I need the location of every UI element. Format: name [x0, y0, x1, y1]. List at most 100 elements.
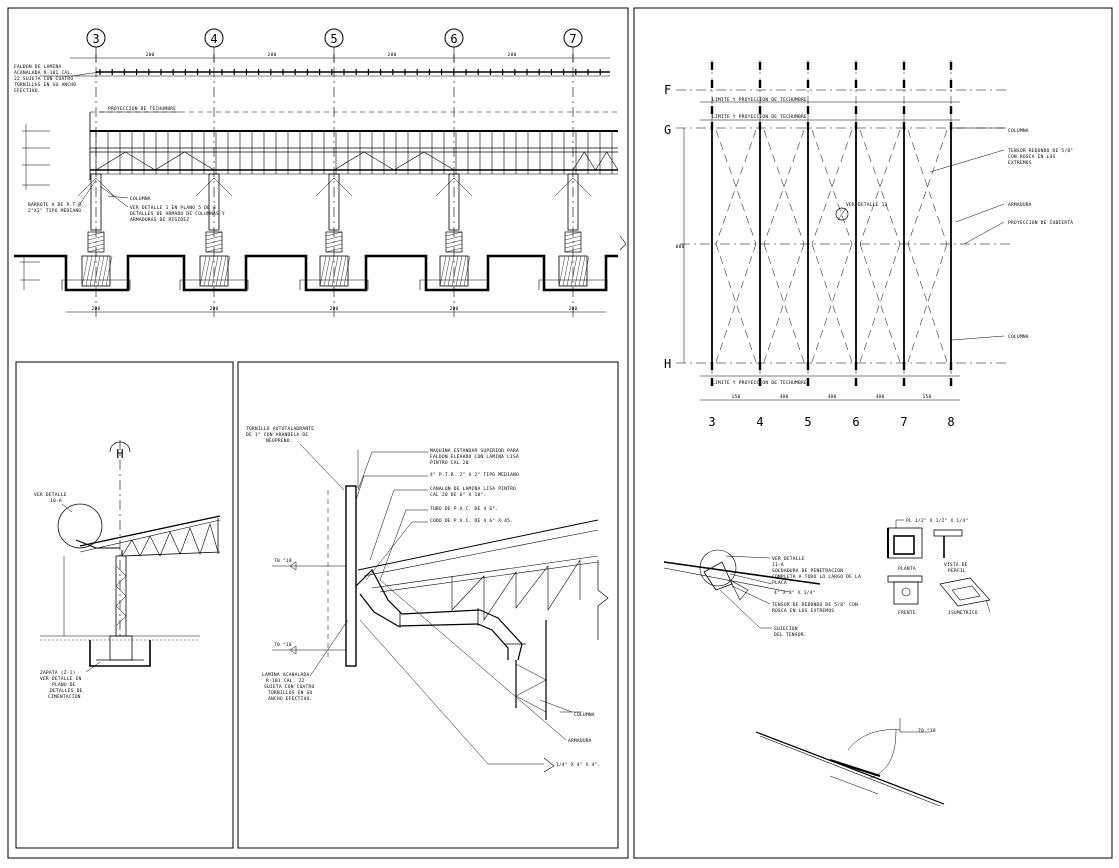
svg-text:4" P.T.R. 2" X 2" TIPO MEDIANO: 4" P.T.R. 2" X 2" TIPO MEDIANO [430, 472, 519, 478]
svg-text:R-101 CAL. 22: R-101 CAL. 22 [266, 678, 305, 684]
svg-text:200: 200 [92, 306, 101, 312]
svg-text:ANCHO EFECTIVO.: ANCHO EFECTIVO. [268, 696, 313, 702]
svg-text:PINTRO CAL 20: PINTRO CAL 20 [430, 460, 469, 466]
axis-bubble-4: 4 [204, 28, 224, 48]
roof-plan-view: F G H LIMITE Y PROYECCION DE TECHUMBRE L… [664, 60, 1073, 429]
dim-text: 200 [268, 52, 277, 58]
svg-text:CIMENTACION: CIMENTACION [48, 694, 81, 700]
svg-text:8: 8 [947, 415, 954, 429]
svg-text:VER DETALLE EN: VER DETALLE EN [40, 676, 82, 682]
plan-detail-ref: VER DETALLE 12 [835, 202, 887, 221]
detail-ref-circle: VER DETALLE 10-A [34, 492, 120, 549]
plate-detail-view: VER DETALLE 11-A SOLDADURA DE PENETRACIO… [663, 518, 991, 638]
columns-elevation [61, 173, 608, 290]
lamina-note: LAMINA ACANALADA R-101 CAL. 22 SUJETA CO… [262, 619, 349, 702]
svg-text:7: 7 [900, 415, 907, 429]
svg-text:10-A: 10-A [50, 498, 62, 504]
roof-sheet [357, 519, 599, 593]
svg-text:200: 200 [569, 306, 578, 312]
svg-text:PL 1/2" X 1/2" X 1/4": PL 1/2" X 1/2" X 1/4" [906, 518, 968, 524]
svg-text:SOLDADURA DE PENETRACION: SOLDADURA DE PENETRACION [772, 568, 843, 574]
svg-text:CANALON DE LAMINA LISA PINTRO: CANALON DE LAMINA LISA PINTRO [430, 486, 516, 492]
gutter-pipe [355, 569, 526, 661]
roof-truss-elevation [89, 111, 619, 180]
svg-text:VER DETALLE: VER DETALLE [772, 556, 805, 562]
svg-text:400: 400 [876, 394, 885, 400]
roof-plan-panel-frame [633, 7, 1113, 859]
svg-text:BARROTE A DE P.T.R.: BARROTE A DE P.T.R. [28, 202, 84, 208]
svg-text:DEL TENSOR.: DEL TENSOR. [774, 632, 807, 638]
svg-text:4" X 3" X 1/4": 4" X 3" X 1/4" [774, 590, 816, 596]
break-mark [619, 235, 627, 251]
svg-text:22 SUJETA CON CUATRO: 22 SUJETA CON CUATRO [14, 76, 73, 82]
svg-text:6: 6 [450, 32, 457, 46]
svg-text:CON ROSCA EN LOS: CON ROSCA EN LOS [1008, 154, 1055, 160]
svg-text:COLUMNA: COLUMNA [1008, 128, 1029, 134]
svg-text:VER DETALLE 1 EN PLANO 5 DE 8: VER DETALLE 1 EN PLANO 5 DE 8 [130, 205, 216, 211]
axis-bubble-6: 6 [444, 28, 464, 48]
level-marker-2: 70 °18 [272, 642, 346, 655]
section-column [63, 555, 127, 637]
axis-bubble-h: H [109, 440, 131, 640]
svg-text:G: G [664, 123, 671, 137]
svg-text:70 °18: 70 °18 [918, 728, 936, 734]
svg-text:TORNILLOS EN SU: TORNILLOS EN SU [268, 690, 313, 696]
svg-text:EXTREMOS: EXTREMOS [1008, 160, 1032, 166]
plate-connection [663, 549, 821, 629]
plan-right-notes: COLUMNA TENSOR REDONDO DE 5/8" CON ROSCA… [929, 127, 1073, 341]
barrote-callout: BARROTE A DE P.T.R. 2"X2" TIPO MEDIANO [28, 179, 97, 214]
plan-grid [710, 60, 953, 386]
top-dimension-chain [40, 57, 610, 77]
svg-text:11-A: 11-A [772, 562, 784, 568]
svg-text:TUBO DE P.V.C. DE 4 6".: TUBO DE P.V.C. DE 4 6". [430, 506, 498, 512]
svg-text:TORNILLOS EN SU ANCHO: TORNILLOS EN SU ANCHO [14, 82, 76, 88]
svg-text:150: 150 [732, 394, 741, 400]
row-labels: F G H [664, 83, 1010, 371]
svg-text:ROSCA EN LOS EXTREMOS: ROSCA EN LOS EXTREMOS [772, 608, 834, 614]
dim-text: 200 [508, 52, 517, 58]
plan-col-labels: 3 4 5 6 7 8 [708, 415, 954, 429]
svg-text:2"X2" TIPO MEDIANO: 2"X2" TIPO MEDIANO [28, 208, 81, 214]
svg-text:ARMADURA: ARMADURA [568, 738, 592, 744]
svg-text:LIMITE Y PROYECCION DE TECHUMB: LIMITE Y PROYECCION DE TECHUMBRE [712, 114, 807, 120]
svg-text:ZAPATA (Z-1): ZAPATA (Z-1) [40, 670, 76, 676]
foundation-dims: 200 200 200 200 200 [20, 256, 606, 313]
svg-text:150: 150 [923, 394, 932, 400]
svg-text:TORNILLO AUTOTALADRANTE: TORNILLO AUTOTALADRANTE [246, 426, 314, 432]
svg-text:5: 5 [330, 32, 337, 46]
column-callout: COLUMNA VER DETALLE 1 EN PLANO 5 DE 8 DE… [99, 185, 225, 223]
svg-text:880: 880 [676, 244, 685, 250]
svg-text:200: 200 [330, 306, 339, 312]
plate-views: PL 1/2" X 1/2" X 1/4" PLANTA VISTA DE PE… [887, 518, 991, 616]
projection-label: PROYECCION DE TECHUMBRE [108, 106, 176, 112]
svg-text:SUJECION: SUJECION [774, 626, 798, 632]
right-notes: MAQUINA ESTANDAR SUPERIOR PARA FALDON EL… [355, 448, 519, 581]
section-footing [40, 635, 200, 667]
svg-text:4: 4 [210, 32, 217, 46]
footing-note: ZAPATA (Z-1) VER DETALLE EN PLANO DE DET… [40, 661, 101, 700]
plate-notes: VER DETALLE 11-A SOLDADURA DE PENETRACIO… [725, 555, 861, 638]
svg-text:COMPLETA A TODO LO LARGO DE LA: COMPLETA A TODO LO LARGO DE LA [772, 574, 861, 580]
svg-text:ARMADURAS DE RIGIDEZ: ARMADURAS DE RIGIDEZ [130, 217, 189, 223]
svg-text:DETALLES DE: DETALLES DE [50, 688, 83, 694]
plan-dims: 150 400 400 400 150 880 [676, 128, 960, 401]
dim-text: 200 [388, 52, 397, 58]
svg-text:COLUMNA: COLUMNA [130, 196, 151, 202]
section-left-frame [15, 361, 234, 849]
svg-text:F: F [664, 83, 671, 97]
svg-text:LAMINA ACANALADA: LAMINA ACANALADA [262, 672, 309, 678]
svg-text:DETALLES DE ARMADO DE COLUMNAS: DETALLES DE ARMADO DE COLUMNAS Y [130, 211, 225, 217]
axis-bubble-5: 5 [324, 28, 344, 48]
svg-text:SUJETA CON CUATRO: SUJETA CON CUATRO [264, 684, 314, 690]
elevation-panel-frame [7, 7, 629, 859]
svg-text:3: 3 [92, 32, 99, 46]
svg-text:NEOPRENO.: NEOPRENO. [266, 438, 293, 444]
svg-text:PERFIL: PERFIL [948, 568, 966, 574]
svg-text:DE 1" CON ARANDELA DE: DE 1" CON ARANDELA DE [246, 432, 308, 438]
svg-text:200: 200 [450, 306, 459, 312]
svg-text:FRENTE: FRENTE [898, 610, 916, 616]
svg-text:EFECTIVO.: EFECTIVO. [14, 88, 41, 94]
svg-text:ISOMETRICO: ISOMETRICO [948, 610, 978, 616]
svg-text:ARMADURA: ARMADURA [1008, 202, 1032, 208]
